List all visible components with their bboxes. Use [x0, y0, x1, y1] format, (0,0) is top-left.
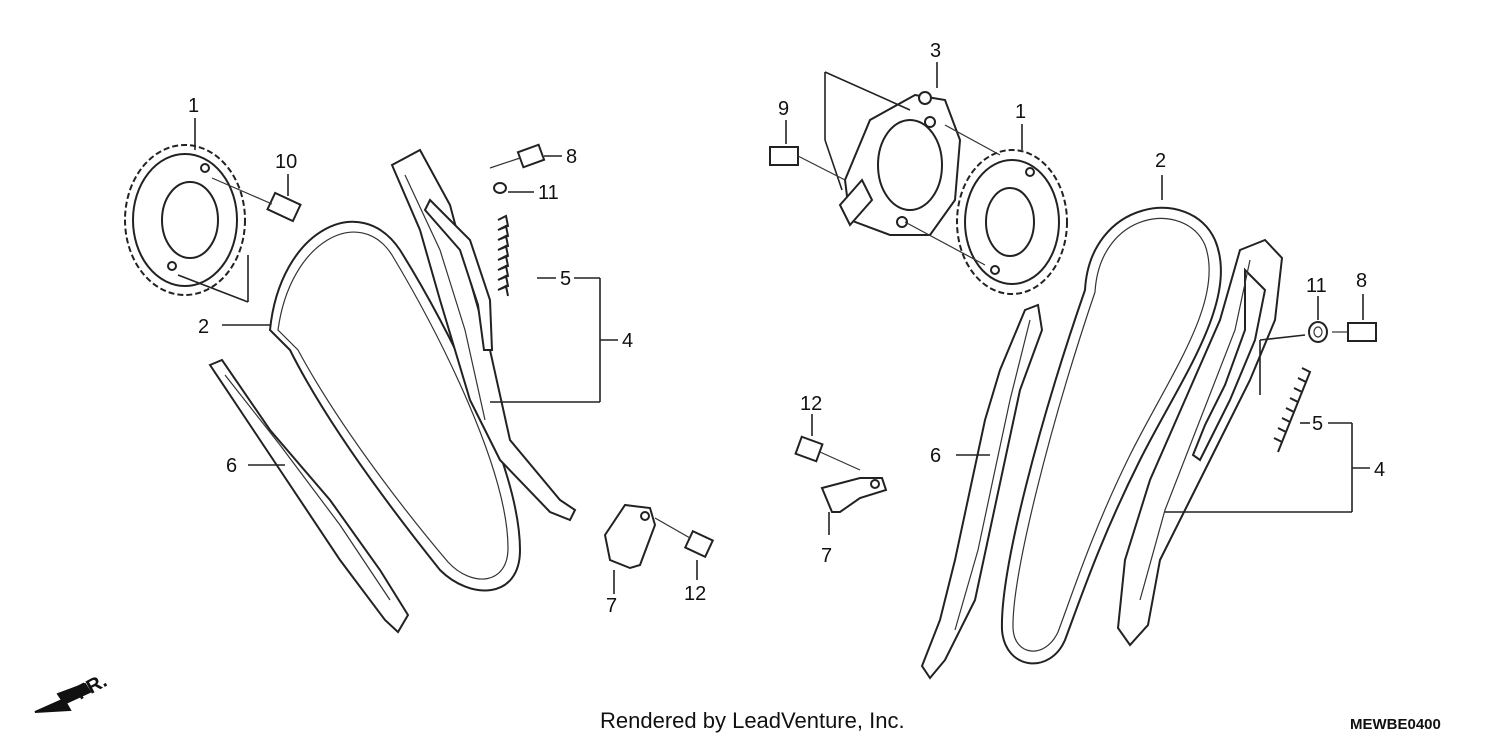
- front-direction-label: FR.: [72, 670, 111, 705]
- left-plate-bolt[interactable]: [654, 517, 715, 559]
- callout-right-2: 2: [1155, 150, 1166, 172]
- callout-right-9: 9: [778, 98, 789, 120]
- callout-left-1: 1: [188, 95, 199, 117]
- callout-right-1: 1: [1015, 101, 1026, 123]
- right-washer[interactable]: [1308, 321, 1328, 343]
- callout-right-4: 4: [1374, 459, 1385, 481]
- callout-left-5: 5: [560, 268, 571, 290]
- front-arrow-icon: FR.: [34, 670, 111, 713]
- left-cam-sprocket[interactable]: [124, 144, 246, 296]
- left-sprocket-bolt[interactable]: [211, 177, 302, 223]
- left-tensioner-bolt[interactable]: [489, 143, 546, 169]
- left-guide-plate[interactable]: [603, 503, 657, 570]
- right-assembly: 3 9 1 2: [769, 40, 1385, 680]
- left-assembly: 1 10 2 8: [124, 95, 715, 634]
- left-tensioner-arm[interactable]: [390, 148, 577, 522]
- callout-left-2: 2: [198, 316, 209, 338]
- callout-right-7: 7: [821, 545, 832, 567]
- right-plate-bolt[interactable]: [794, 435, 861, 471]
- render-credit: Rendered by LeadVenture, Inc.: [600, 708, 905, 733]
- diagram-code: MEWBE0400: [1350, 716, 1441, 733]
- right-cam-plate[interactable]: [838, 91, 962, 236]
- callout-right-6: 6: [930, 445, 941, 467]
- callout-left-8: 8: [566, 146, 577, 168]
- right-tensioner-bolt[interactable]: [1332, 322, 1377, 342]
- right-cam-sprocket[interactable]: [956, 149, 1068, 295]
- right-cam-chain[interactable]: [1000, 206, 1222, 665]
- left-chain-guide[interactable]: [208, 358, 410, 634]
- callout-left-4: 4: [622, 330, 633, 352]
- right-guide-plate[interactable]: [820, 477, 888, 513]
- left-tensioner-spring[interactable]: [497, 214, 510, 297]
- right-tensioner-arm[interactable]: [1116, 238, 1284, 647]
- callout-left-6: 6: [226, 455, 237, 477]
- right-plate-bolt[interactable]: [769, 146, 846, 181]
- callout-right-8: 8: [1356, 270, 1367, 292]
- callout-left-12: 12: [684, 583, 706, 605]
- callout-left-7: 7: [606, 595, 617, 617]
- right-tensioner-spring[interactable]: [1273, 367, 1312, 453]
- callout-left-11: 11: [538, 182, 559, 204]
- left-washer[interactable]: [493, 182, 507, 194]
- left-cam-chain[interactable]: [268, 220, 522, 592]
- callout-right-5: 5: [1312, 413, 1323, 435]
- callout-right-3: 3: [930, 40, 941, 62]
- callout-right-11: 11: [1306, 275, 1327, 297]
- callout-left-10: 10: [275, 151, 297, 173]
- callout-right-12: 12: [800, 393, 822, 415]
